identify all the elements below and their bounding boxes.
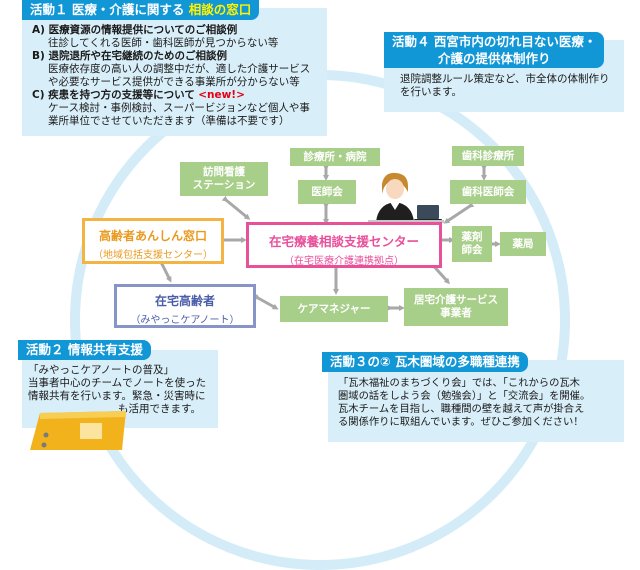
activity1-panel xyxy=(22,8,327,136)
yakkyoku-box: 薬局 xyxy=(500,232,546,256)
yakkyoku-label: 薬局 xyxy=(512,237,534,250)
shinryojo-label: 診療所・病院 xyxy=(303,150,367,163)
new-badge: <new!> xyxy=(198,89,245,101)
houmon-line1: 訪問看護 xyxy=(202,166,245,178)
activity1-header-highlight: 相談の窓口 xyxy=(188,2,252,17)
desk-line xyxy=(368,220,444,223)
anshin-subtitle: （地域包括支援センター） xyxy=(93,250,213,261)
activity1-item-b-detail-2: や必要なサービス提供ができる事業所が分からない等 xyxy=(48,76,300,88)
activity1-item-a-label: A) 医療資源の情報提供についてのご相談例 xyxy=(32,24,238,36)
consultant-person-icon xyxy=(376,172,414,222)
houmon-kango-box: 訪問看護 ステーション xyxy=(180,162,268,196)
activity4-header-line1: 活動４ 西宮市内の切れ目ない医療・ xyxy=(392,34,597,49)
activity2-body: 「みやっこケアノートの普及」 当事者中心のチームでノートを使った 情報共有を行い… xyxy=(28,364,218,416)
activity2-header-text: 活動２ 情報共有支援 xyxy=(26,342,143,357)
care-manager-label: ケアマネジャー xyxy=(297,302,371,315)
yakuzai-line2: 師会 xyxy=(461,244,483,256)
anshin-title: 高齢者あんしん窓口 xyxy=(98,229,207,243)
activity2-header: 活動２ 情報共有支援 xyxy=(18,340,151,360)
activity1-item-b-label: B) 退院退所や在宅継続のためのご相談例 xyxy=(32,50,227,62)
activity3-line4: る関係作りに取組んでいます。ぜひご参加ください！ xyxy=(338,416,584,428)
activity3-panel xyxy=(328,360,624,442)
activity2-line4: も活用できます。 xyxy=(118,403,201,415)
activity3-header: 活動３の② 瓦木圏域の多職種連携 xyxy=(322,352,528,372)
activity1-item-c-detail-2: 業所単位でさせていただきます（準備は不要です） xyxy=(48,115,290,127)
activity2-line2: 当事者中心のチームでノートを使った xyxy=(28,377,207,389)
activity3-line1: 「瓦木福祉のまちづくり会」では、「これからの瓦木 xyxy=(338,377,580,389)
kyotaku-line2: 事業者 xyxy=(440,307,472,319)
activity1-item-c-detail-1: ケース検討・事例検討、スーパービジョンなど個人や事 xyxy=(48,102,310,114)
connector-arrows xyxy=(157,165,501,311)
activity1-item-a-detail: 往診してくれる医師・歯科医師が見つからない等 xyxy=(48,37,279,49)
houmon-line2: ステーション xyxy=(192,179,256,191)
activity1-header: 活動１ 医療・介護に関する 相談の窓口 xyxy=(22,0,260,20)
activity4-header-line2: 介護の提供体制作り xyxy=(438,51,551,66)
zaitaku-koureisha-box: 在宅高齢者 （みやっこケアノート） xyxy=(114,284,256,328)
activity1-item-c-row: C) 疾患を持つ方の支援等について <new!> xyxy=(32,89,327,102)
activity1-body: A) 医療資源の情報提供についてのご相談例 往診してくれる医師・歯科医師が見つか… xyxy=(32,24,327,128)
kyotaku-line1: 居宅介護サービス xyxy=(414,294,498,306)
yakuzaishikai-box: 薬剤 師会 xyxy=(452,226,492,262)
zaitaku-center-box: 在宅療養相談支援センター （在宅医療介護連携拠点） xyxy=(246,222,442,268)
activity3-body: 「瓦木福祉のまちづくり会」では、「これからの瓦木 圏域の話をしよう会（勉強会）」… xyxy=(338,377,622,429)
shika-shinryojo-box: 歯科診療所 xyxy=(452,146,524,166)
activity4-header: 活動４ 西宮市内の切れ目ない医療・ 介護の提供体制作り xyxy=(384,32,605,68)
arrow-houmon-center xyxy=(221,195,251,220)
activity4-body-line2: を行います。 xyxy=(400,86,462,98)
activity4-body-line1: 退院調整ルール策定など、市全体の体制作り xyxy=(400,73,610,85)
anshin-madoguchi-box: 高齢者あんしん窓口 （地域包括支援センター） xyxy=(82,218,224,264)
activity2-line1: 「みやっこケアノートの普及」 xyxy=(28,364,175,376)
arrow-anshin-koureisha xyxy=(157,259,172,283)
yakuzai-line1: 薬剤 xyxy=(461,231,483,243)
activity2-line3: 情報共有を行います。緊急・災害時に xyxy=(28,390,206,402)
koureisha-title: 在宅高齢者 xyxy=(154,294,215,308)
ishikai-box: 医師会 xyxy=(298,180,356,204)
activity1-item-b-detail-1: 医療依存度の高い人の調整中だが、適した介護サービス xyxy=(48,63,311,75)
activity3-line2: 圏域の話をしよう会（勉強会）」と「交流会」を開催。 xyxy=(338,390,591,402)
center-title: 在宅療養相談支援センター xyxy=(268,234,419,249)
arrow-koureisha-care xyxy=(253,293,279,310)
kyotaku-service-box: 居宅介護サービス 事業者 xyxy=(404,288,508,326)
shika-ishikai-label: 歯科医師会 xyxy=(461,185,515,198)
care-manager-box: ケアマネジャー xyxy=(280,296,388,322)
activity4-body: 退院調整ルール策定など、市全体の体制作り を行います。 xyxy=(400,73,620,99)
shinryojo-box: 診療所・病院 xyxy=(290,148,380,166)
activity3-header-text: 活動３の② 瓦木圏域の多職種連携 xyxy=(330,354,520,369)
activity1-item-c-label: C) 疾患を持つ方の支援等について xyxy=(32,89,195,101)
koureisha-subtitle: （みやっこケアノート） xyxy=(130,315,240,326)
ishikai-label: 医師会 xyxy=(311,185,343,198)
care-notebook-image xyxy=(30,411,126,450)
activity1-header-main: 活動１ 医療・介護に関する xyxy=(30,2,185,17)
center-subtitle: （在宅医療介護連携拠点） xyxy=(284,256,404,267)
activity3-line3: 瓦木チームを目指し、職種間の壁を越えて声が掛合え xyxy=(338,403,585,415)
arrow-shika-center xyxy=(443,201,475,224)
shika-shinryojo-label: 歯科診療所 xyxy=(461,149,515,162)
shika-ishikai-box: 歯科医師会 xyxy=(450,180,526,204)
